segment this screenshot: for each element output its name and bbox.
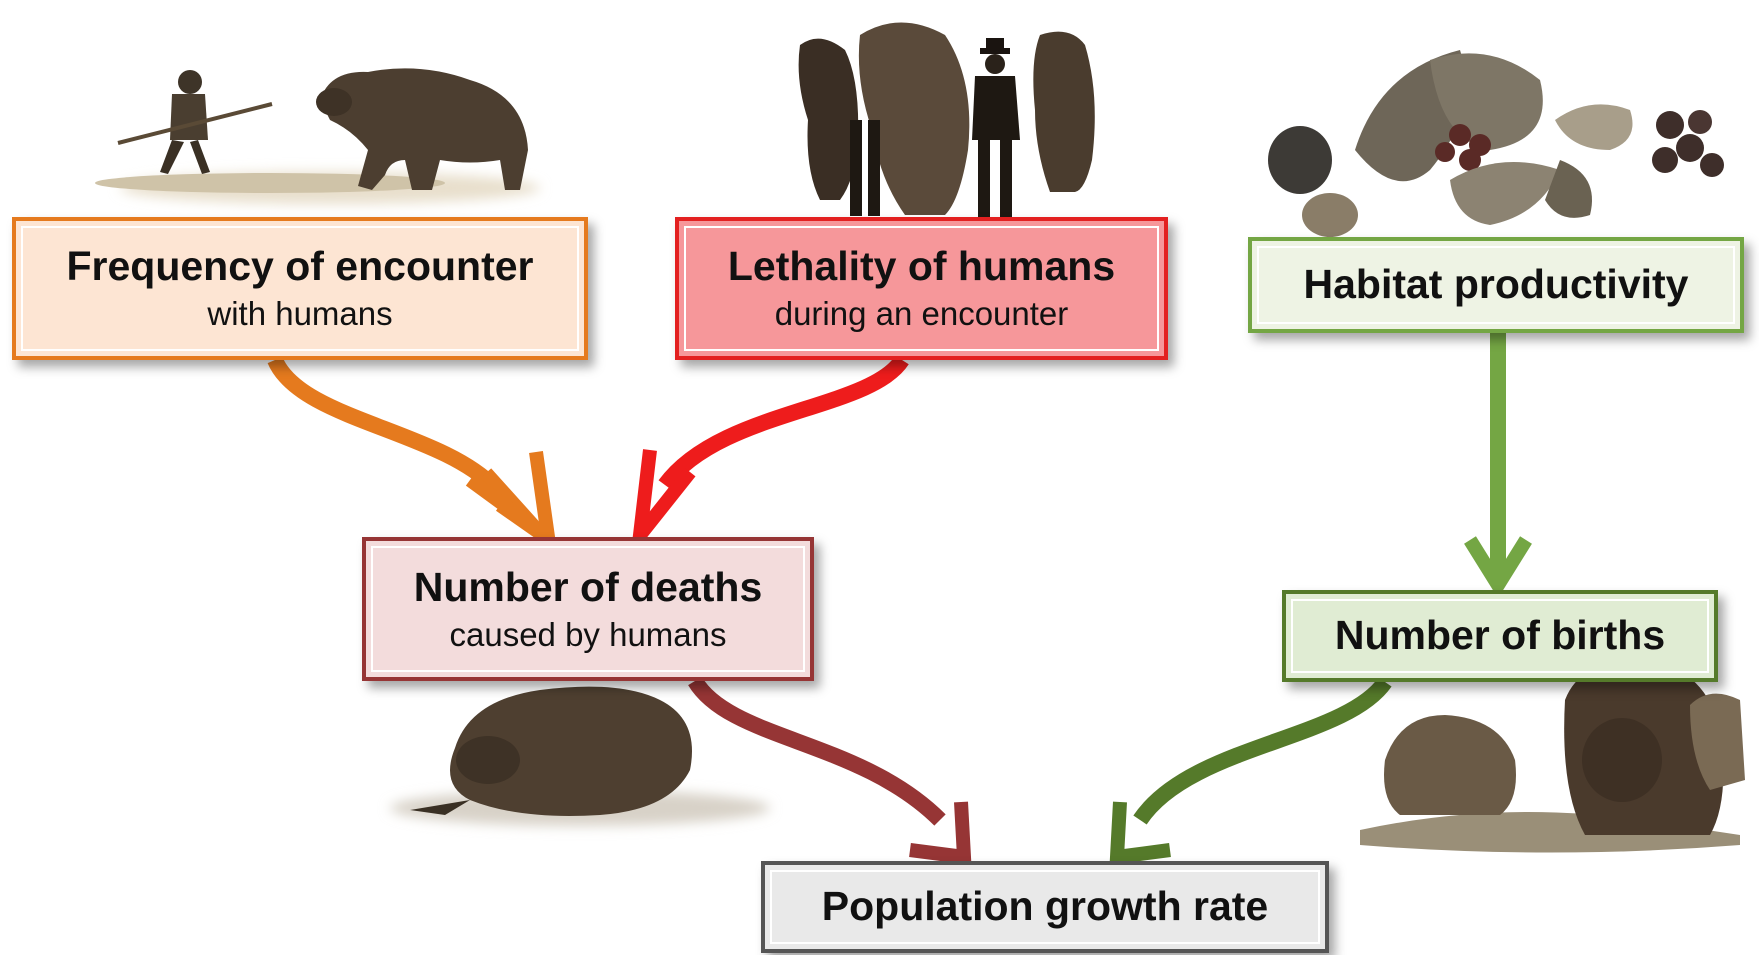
node-title: Frequency of encounter <box>66 243 533 290</box>
node-lethality-of-humans: Lethality of humans during an encounter <box>675 217 1168 360</box>
arrow-lethality-to-deaths <box>640 360 902 535</box>
node-title: Lethality of humans <box>728 243 1115 290</box>
node-title: Population growth rate <box>822 883 1268 930</box>
arrow-frequency-to-deaths <box>275 360 548 537</box>
arrow-deaths-to-growth <box>695 681 964 857</box>
arrow-habitat-to-births <box>1470 333 1526 585</box>
node-title: Number of deaths <box>414 564 763 611</box>
arrow-births-to-growth <box>1117 682 1385 857</box>
node-frequency-of-encounter: Frequency of encounter with humans <box>12 217 588 360</box>
node-subtitle: with humans <box>207 294 392 334</box>
node-subtitle: during an encounter <box>775 294 1069 334</box>
node-number-of-deaths: Number of deaths caused by humans <box>362 537 814 681</box>
node-habitat-productivity: Habitat productivity <box>1248 237 1744 333</box>
node-title: Number of births <box>1335 612 1665 659</box>
node-title: Habitat productivity <box>1304 261 1689 308</box>
node-subtitle: caused by humans <box>449 615 726 655</box>
node-number-of-births: Number of births <box>1282 590 1718 682</box>
node-population-growth-rate: Population growth rate <box>761 861 1329 953</box>
